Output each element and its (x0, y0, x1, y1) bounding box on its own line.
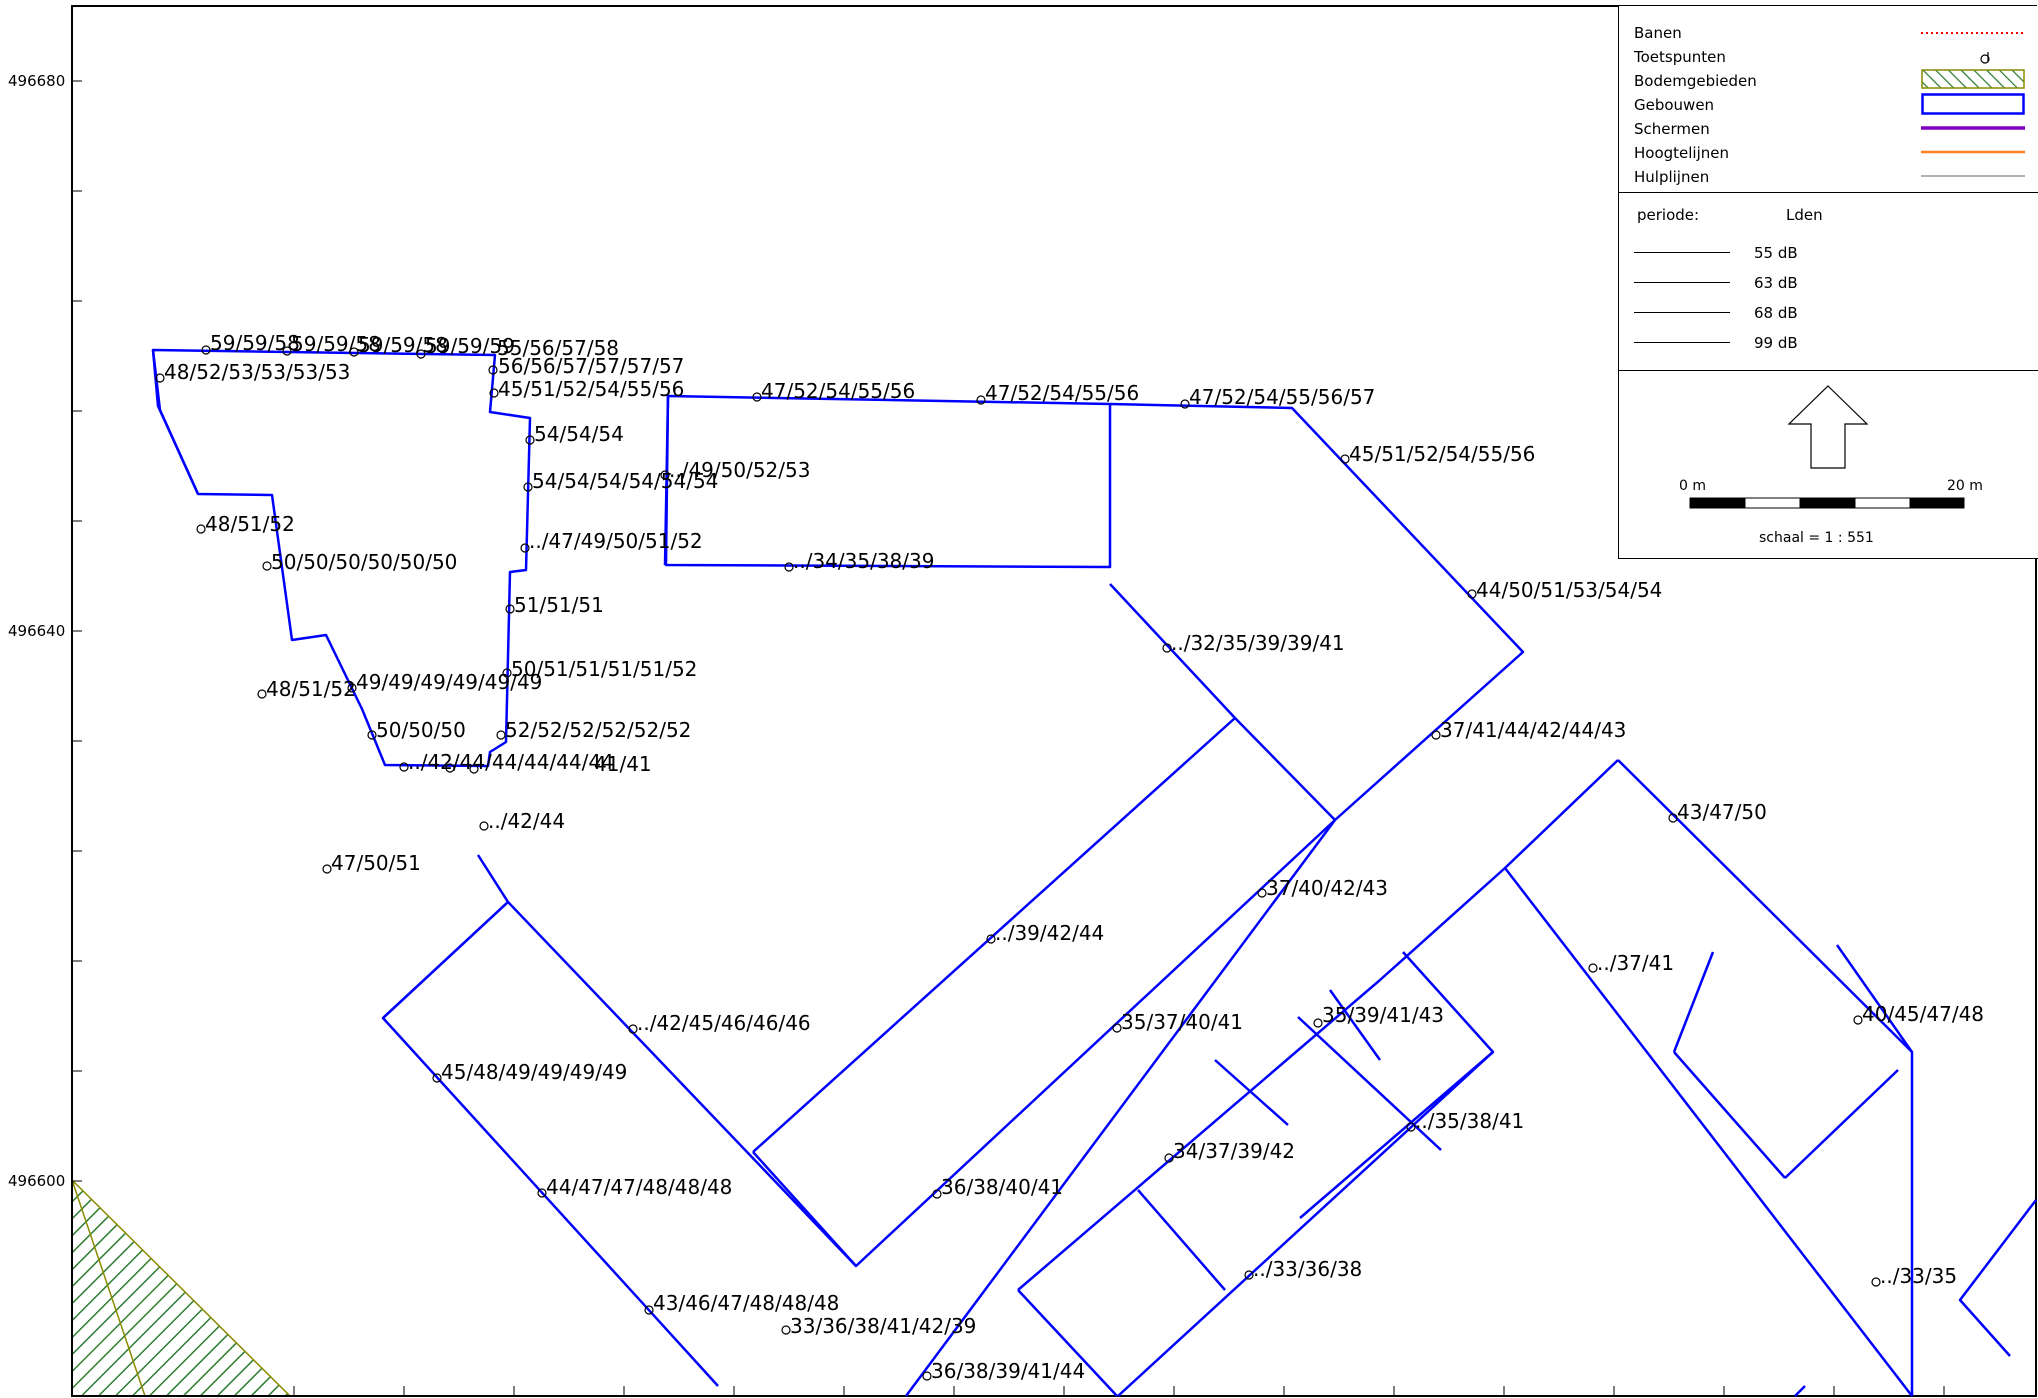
point-label: 37/41/44/42/44/43 (1440, 718, 1626, 742)
point-label: 47/50/51 (331, 851, 421, 875)
db-line (1634, 312, 1730, 313)
blue-rectangle-icon (1921, 93, 2025, 115)
point-label: 56/56/57/57/57/57 (498, 354, 684, 378)
point-label: 33/36/38/41/42/39 (790, 1314, 976, 1338)
point-label: 50/51/51/51/51/52 (511, 657, 697, 681)
point-label: 43/47/50 (1677, 800, 1767, 824)
point-label: 49/49/49/49/49/49 (356, 670, 542, 694)
point-label: 44/50/51/53/54/54 (1476, 578, 1662, 602)
scale-end: 20 m (1947, 478, 1983, 494)
y-tick-label: 496680 (8, 72, 66, 90)
ground-area (71, 1178, 292, 1397)
point-label: 47/52/54/55/56 (985, 381, 1139, 405)
point-label: 47/52/54/55/56 (761, 379, 915, 403)
scale-start: 0 m (1679, 478, 1706, 494)
y-tick-label: 496600 (8, 1172, 66, 1190)
point-label: 35/39/41/43 (1322, 1003, 1444, 1027)
point-label: 36/38/40/41 (941, 1175, 1063, 1199)
point-label: 35/37/40/41 (1121, 1010, 1243, 1034)
db-line (1634, 342, 1730, 343)
legend-item-hoogtelijnen: Hoogtelijnen (1634, 144, 1730, 162)
point-label: 44/47/47/48/48/48 (546, 1175, 732, 1199)
point-label: ../42/44 (488, 809, 565, 833)
db-level: 99 dB (1754, 334, 1798, 352)
legend-panel: Banen Toetspunten Bodemgebieden Gebouwen… (1618, 6, 2038, 559)
periode-label: periode: (1637, 206, 1700, 224)
point-label: ../37/41 (1597, 951, 1674, 975)
point-label: 48/51/52 (266, 677, 356, 701)
point-label: 50/50/50 (376, 718, 466, 742)
point-label: 54/54/54 (534, 422, 624, 446)
point-label: ../42/45/46/46/46 (637, 1011, 811, 1035)
point-label: 36/38/39/41/44 (931, 1359, 1085, 1383)
db-level: 63 dB (1754, 274, 1798, 292)
point-label: ../42/44/44/44/44/44 (408, 750, 614, 774)
legend-item-schermen: Schermen (1634, 120, 1710, 138)
point-label: 47/52/54/55/56/57 (1189, 385, 1375, 409)
db-level: 68 dB (1754, 304, 1798, 322)
gray-line-icon (1921, 175, 2025, 177)
point-label: ../34/35/38/39 (793, 549, 934, 573)
map-frame (71, 5, 2037, 1397)
point-label: ../33/35 (1880, 1264, 1957, 1288)
point-label: 55/56/57/58 (497, 336, 619, 360)
test-points (155, 345, 1881, 1381)
legend-item-hulplijnen: Hulplijnen (1634, 168, 1710, 186)
legend-item-banen: Banen (1634, 24, 1682, 42)
point-label: ../32/35/39/39/41 (1171, 631, 1345, 655)
legend-item-bodemgebieden: Bodemgebieden (1634, 72, 1757, 90)
db-line (1634, 282, 1730, 283)
point-label: 59/59/58 (291, 332, 381, 356)
hatched-area-icon (1921, 69, 2025, 89)
point-label: 40/45/47/48 (1862, 1002, 1984, 1026)
point-label: 41/41 (594, 752, 652, 776)
point-label: 34/37/39/42 (1173, 1139, 1295, 1163)
point-label: 59/59/58 (358, 333, 448, 357)
point-label: 59/59/58 (210, 331, 300, 355)
point-label: ../49/50/52/53 (669, 458, 810, 482)
point-label: 45/48/49/49/49/49 (441, 1060, 627, 1084)
legend-item-toetspunten: Toetspunten (1634, 48, 1726, 66)
legend-divider (1619, 370, 2038, 371)
point-label: 45/51/52/54/55/56 (1349, 442, 1535, 466)
scale-bar (1689, 497, 1965, 509)
orange-line-icon (1921, 150, 2025, 154)
scale-text: schaal = 1 : 551 (1759, 530, 1874, 546)
point-label: 59/59/59 (425, 334, 515, 358)
legend-item-gebouwen: Gebouwen (1634, 96, 1715, 114)
north-arrow-icon (1787, 385, 1869, 469)
point-label: ../39/42/44 (995, 921, 1104, 945)
purple-line-icon (1921, 126, 2025, 130)
periode-value: Lden (1786, 206, 1823, 224)
point-label: 45/51/52/54/55/56 (498, 377, 684, 401)
point-label: 51/51/51 (514, 593, 604, 617)
point-label: ../35/38/41 (1415, 1109, 1524, 1133)
buildings (151, 348, 2037, 1397)
legend-divider (1619, 192, 2038, 193)
y-tick-label: 496640 (8, 622, 66, 640)
point-label: 54/54/54/54/54/54 (532, 469, 718, 493)
test-point-labels: 59/59/58 59/59/58 59/59/58 59/59/59 55/5… (164, 331, 1984, 1383)
red-dotted-line-icon (1921, 32, 2025, 34)
test-point-icon (1980, 52, 1990, 64)
axis-ticks (72, 80, 1945, 1396)
db-line (1634, 252, 1730, 253)
point-label: 37/40/42/43 (1266, 876, 1388, 900)
point-label: ../47/49/50/51/52 (529, 529, 703, 553)
point-label: 48/51/52 (205, 512, 295, 536)
point-label: ../33/36/38 (1253, 1257, 1362, 1281)
point-label: 43/46/47/48/48/48 (653, 1291, 839, 1315)
point-label: 52/52/52/52/52/52 (505, 718, 691, 742)
point-label: 50/50/50/50/50/50 (271, 550, 457, 574)
point-label: 48/52/53/53/53/53 (164, 360, 350, 384)
db-level: 55 dB (1754, 244, 1798, 262)
